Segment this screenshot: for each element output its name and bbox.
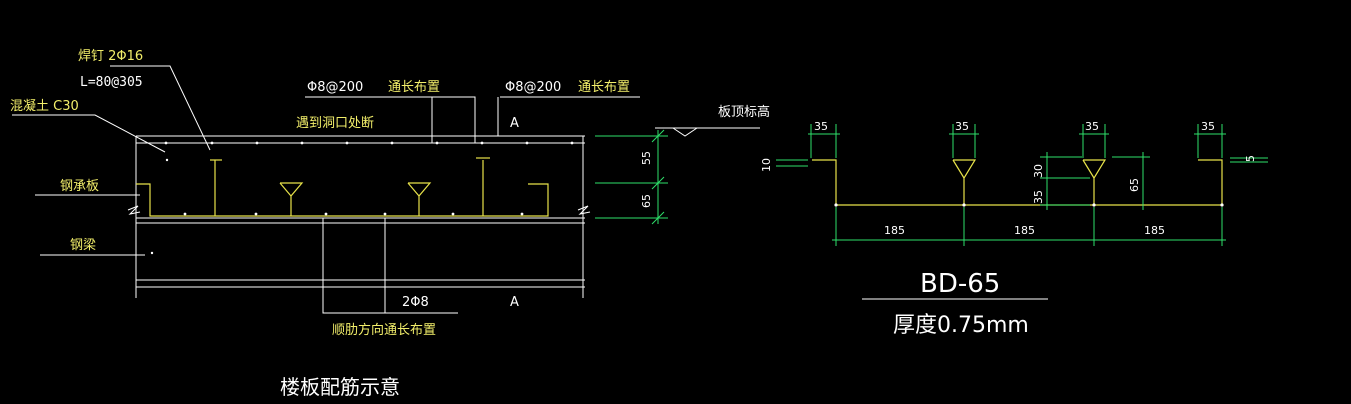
profile-dim-10: 10 — [760, 158, 773, 172]
stud-leader — [110, 65, 211, 151]
deck-right-hook — [520, 183, 549, 217]
rebar-dot — [210, 141, 214, 145]
rebar-dot — [345, 141, 349, 145]
rebar-dot — [480, 141, 484, 145]
slab-dim-55: 55 — [640, 151, 653, 165]
rib-2-side — [407, 182, 420, 197]
rebar-top-right: Φ8@200 — [505, 80, 561, 95]
rebar-left-leader — [305, 96, 476, 143]
profile-node — [834, 203, 838, 207]
dim-tick — [651, 129, 665, 143]
profile-dim-30: 30 — [1032, 164, 1045, 178]
rebar-dot — [300, 141, 304, 145]
opening-note: 遇到洞口处断 — [296, 116, 374, 131]
bottom-rebar: 2Φ8 — [402, 295, 429, 310]
rebar-dot — [255, 141, 259, 145]
profile-name: BD-65 — [920, 269, 1000, 299]
profile-span-1: 185 — [884, 224, 905, 237]
rebar-top-left: Φ8@200 — [307, 80, 363, 95]
rebar-dot — [570, 141, 574, 145]
rib-1 — [280, 182, 304, 216]
concrete-dot — [165, 158, 169, 162]
deck-label: 钢承板 — [60, 179, 99, 194]
profile-dim-35-b: 35 — [955, 120, 969, 133]
beam-dot — [150, 251, 154, 255]
profile-span-3: 185 — [1144, 224, 1165, 237]
slab-dims — [595, 129, 668, 225]
profile-thickness: 厚度0.75mm — [893, 313, 1029, 338]
profile-rib-1-side — [952, 159, 965, 179]
bottom-rebar-leader — [322, 218, 458, 314]
break-mark-right — [577, 205, 591, 215]
profile-node — [962, 203, 966, 207]
elev-triangle — [672, 127, 698, 137]
rebar-top-right-note: 通长布置 — [578, 80, 630, 95]
profile-rib-2-side — [1082, 159, 1095, 179]
section-mark-bottom: A — [510, 295, 519, 310]
dim-tick — [651, 211, 665, 225]
rib-1-side — [279, 182, 292, 197]
drawing-title: 楼板配筋示意 — [280, 375, 400, 399]
rebar-dot — [324, 212, 328, 216]
section-mark-top: A — [510, 116, 519, 131]
rebar-dot — [520, 212, 524, 216]
bd65-profile — [776, 124, 1268, 246]
rebar-dot — [164, 141, 168, 145]
rebar-dot — [383, 212, 387, 216]
slab-dim-65: 65 — [640, 194, 653, 208]
concrete-leader — [12, 114, 166, 153]
slab-top-elevation: 板顶标高 — [718, 104, 770, 120]
profile-rib-2 — [1083, 159, 1107, 205]
profile-node — [1220, 203, 1224, 207]
stud-label: 焊钉 2Φ16 — [78, 48, 143, 64]
profile-dim-35-a: 35 — [814, 120, 828, 133]
profile-dim-5: 5 — [1244, 155, 1257, 162]
rib-2 — [408, 182, 432, 216]
beam-label: 钢梁 — [70, 238, 96, 253]
bottom-rebar-note: 顺肋方向通长布置 — [332, 322, 436, 338]
dim-tick — [651, 176, 665, 190]
profile-node — [1092, 203, 1096, 207]
profile-dim-65-vertical: 65 — [1128, 178, 1141, 192]
rebar-dot — [435, 141, 439, 145]
rebar-dots — [150, 141, 574, 255]
rebar-dot — [525, 141, 529, 145]
deck-bottom-plate — [136, 183, 520, 217]
slab-section — [127, 135, 591, 298]
profile-dim-35-vertical: 35 — [1032, 190, 1045, 204]
profile-span-2: 185 — [1014, 224, 1035, 237]
profile-rib-1 — [953, 159, 977, 205]
rebar-dot — [390, 141, 394, 145]
deck-profile-left — [136, 157, 549, 217]
rebar-dot — [254, 212, 258, 216]
concrete-label: 混凝土 C30 — [10, 98, 79, 114]
leaders — [12, 65, 1048, 314]
rebar-dot — [451, 212, 455, 216]
stud-length-label: L=80@305 — [80, 75, 143, 90]
rebar-dot — [183, 212, 187, 216]
rebar-top-left-note: 通长布置 — [388, 80, 440, 95]
profile-dim-35-d: 35 — [1201, 120, 1215, 133]
profile-outline — [812, 159, 1223, 206]
break-mark-left — [127, 205, 141, 215]
profile-dim-35-c: 35 — [1085, 120, 1099, 133]
